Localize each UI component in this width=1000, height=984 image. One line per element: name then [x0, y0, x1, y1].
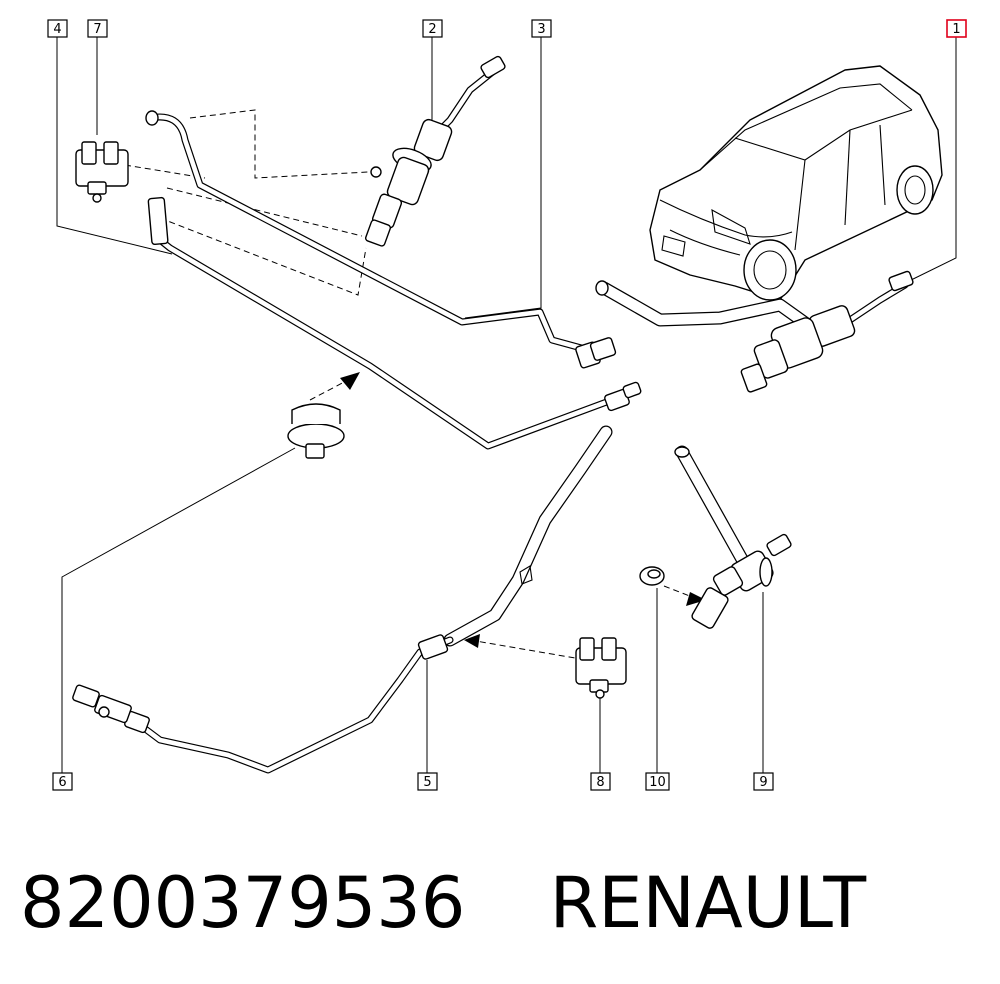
callout-3-label: 3 [537, 22, 545, 37]
assembly-arrows [340, 372, 706, 648]
brand-name: RENAULT [549, 862, 867, 944]
pipe-clip-8 [575, 637, 627, 699]
clutch-assembly-1 [595, 270, 914, 393]
callout-1-label: 1 [952, 22, 960, 37]
grommet-6 [287, 403, 345, 459]
callout-9-label: 9 [759, 775, 767, 790]
callout-6-label: 6 [58, 775, 66, 790]
callout-9: 9 [753, 772, 774, 791]
callout-6: 6 [52, 772, 73, 791]
clip-10 [639, 566, 665, 586]
callout-3: 3 [531, 19, 552, 38]
dashed-assembly-lines [124, 109, 576, 659]
callout-7: 7 [87, 19, 108, 38]
callout-4: 4 [47, 19, 68, 38]
callout-2-label: 2 [428, 22, 436, 37]
callout-4-label: 4 [53, 22, 61, 37]
master-cylinder [364, 55, 506, 247]
clutch-pipe-upper [145, 110, 617, 369]
part-number: 8200379536 [20, 862, 466, 944]
slave-cylinder [674, 445, 792, 629]
clutch-pipe-long [147, 196, 642, 450]
callout-8: 8 [590, 772, 611, 791]
callout-1: 1 [946, 19, 967, 38]
callout-2: 2 [422, 19, 443, 38]
pipe-clip-7 [75, 141, 129, 203]
clutch-hydraulic-parts-diagram: 1 2 3 4 7 6 5 8 10 9 [47, 19, 967, 791]
callout-8-label: 8 [596, 775, 604, 790]
callout-5-label: 5 [423, 775, 431, 790]
footer-caption: 8200379536 RENAULT [20, 858, 866, 948]
leader-lines [56, 37, 957, 773]
callout-10-label: 10 [649, 775, 666, 790]
callout-7-label: 7 [93, 22, 101, 37]
callout-10: 10 [645, 772, 670, 791]
clutch-hose-lower [72, 425, 613, 774]
car-illustration [649, 65, 943, 301]
callout-5: 5 [417, 772, 438, 791]
